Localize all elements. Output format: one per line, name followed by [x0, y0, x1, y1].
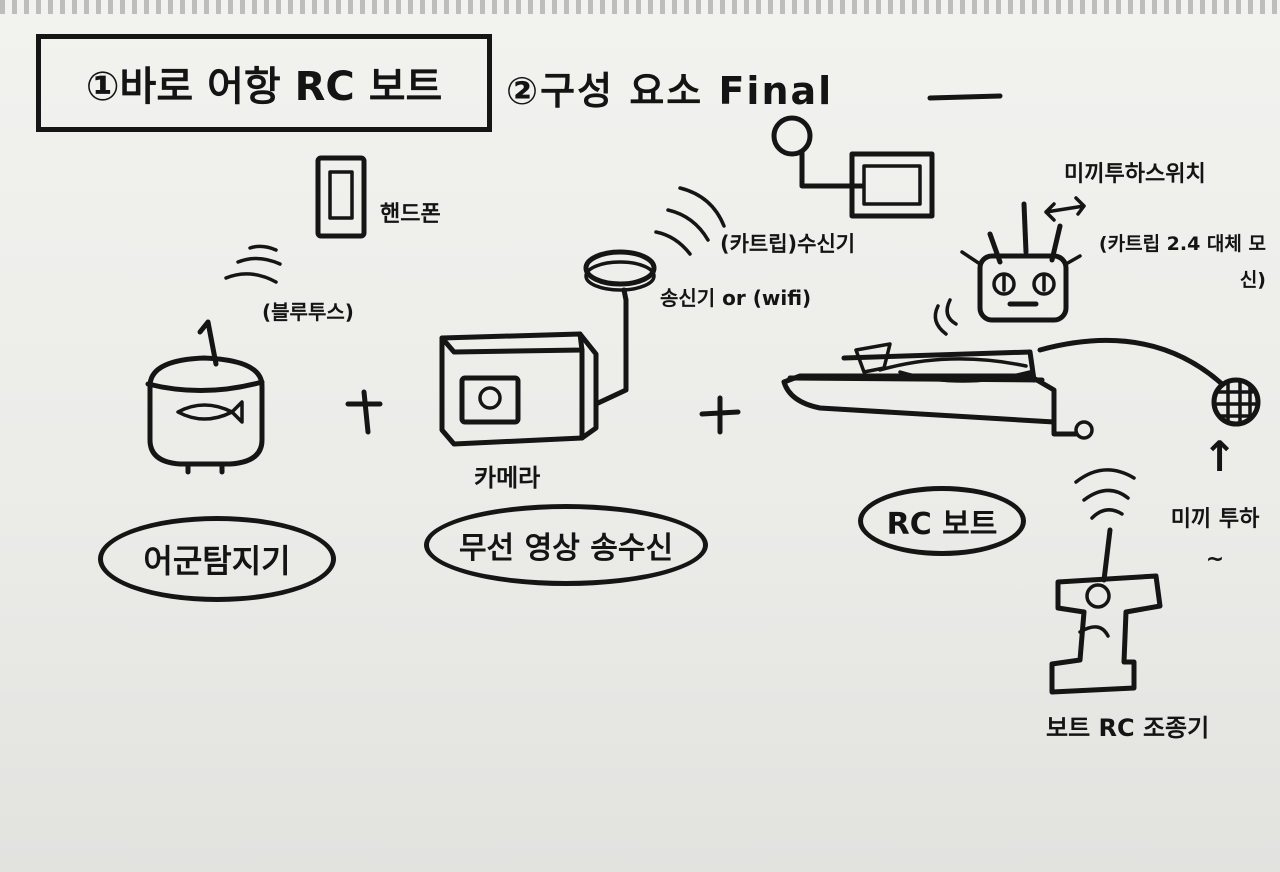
wave-2 — [236, 256, 282, 266]
tx-wave-2 — [666, 208, 710, 242]
ctrl-wave-1 — [1090, 508, 1124, 520]
fish-finder-icon — [145, 319, 265, 475]
wave-1 — [248, 244, 278, 252]
rc-boat-label: RC 보트 — [886, 507, 998, 542]
fish-finder-pill: 어군탐지기 — [98, 516, 336, 602]
switch-arrow-icon — [1044, 196, 1086, 222]
page-subtitle: ②구성 요소 Final — [506, 69, 834, 113]
bait-ball-icon — [1211, 377, 1261, 427]
page-title: ①바로 어항 RC 보트 — [85, 64, 443, 110]
plus-2-stroke — [699, 395, 741, 435]
plus-1-stroke — [345, 389, 383, 435]
wireless-video-pill: 무선 영상 송수신 — [424, 504, 708, 586]
receiver-robot-icon — [960, 201, 1082, 323]
handphone-icon — [315, 155, 367, 239]
bait-line-stroke — [1037, 337, 1225, 387]
receiver-label: (카트립)수신기 — [720, 232, 856, 256]
fish-finder-label: 어군탐지기 — [143, 542, 291, 580]
plus-1-label: + — [352, 390, 353, 391]
handphone-label: 핸드폰 — [380, 202, 441, 227]
bait-switch-note-label: (카트립 2.4 대체 모신) — [1098, 233, 1266, 291]
robot-wave-2 — [933, 304, 948, 336]
tx-wave-3 — [678, 186, 726, 228]
camera-icon — [439, 297, 629, 447]
title-box: ①바로 어항 RC 보트 — [36, 34, 492, 132]
bait-drop-label: 미끼 투하~ — [1170, 507, 1260, 572]
wireless-video-label: 무선 영상 송수신 — [458, 531, 674, 566]
transmitter-dish-icon — [583, 249, 657, 303]
rc-boat-icon — [781, 342, 1094, 440]
subtitle-underline-stroke — [927, 93, 1003, 101]
rc-controller-icon — [1049, 527, 1163, 695]
controller-label: 보트 RC 조종기 — [1046, 714, 1210, 742]
ctrl-wave-3 — [1074, 468, 1136, 484]
plus-2-label: + — [706, 394, 707, 395]
ctrl-wave-2 — [1082, 488, 1130, 502]
wave-3 — [224, 272, 278, 284]
camera-label: 카메라 — [474, 464, 541, 492]
spiral-binding — [0, 0, 1280, 14]
bait-drop-arrow: ↑ — [1202, 432, 1238, 481]
bait-switch-label: 미끼투하스위치 — [1064, 162, 1206, 187]
tx-wave-1 — [654, 230, 692, 256]
robot-wave-1 — [945, 298, 958, 326]
bluetooth-label: (블루투스) — [262, 300, 354, 324]
receiver-icon — [771, 115, 935, 219]
handphone-screen — [328, 170, 354, 220]
transmitter-label: 송신기 or (wifi) — [660, 286, 812, 310]
rc-boat-pill: RC 보트 — [858, 486, 1026, 556]
